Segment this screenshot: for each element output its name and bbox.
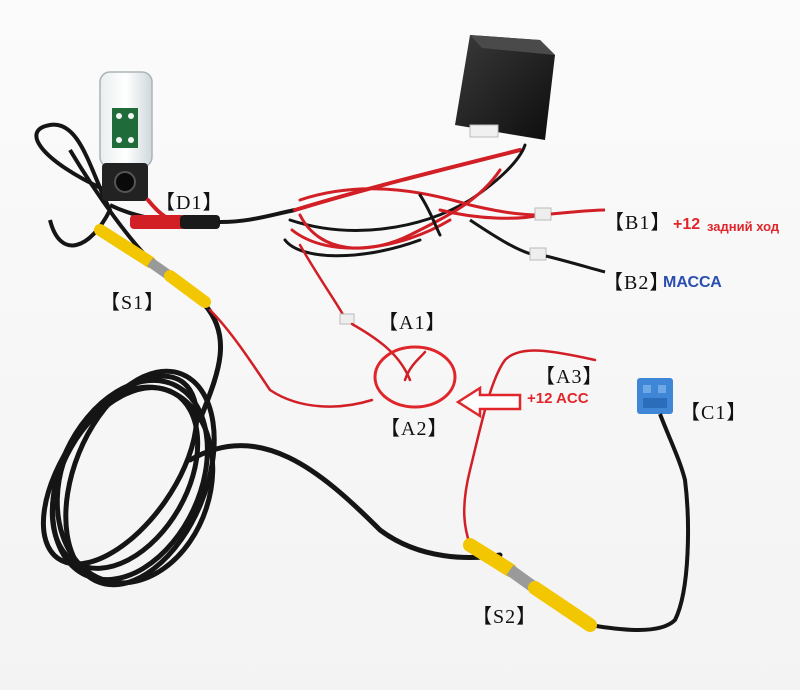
highlight-circle-icon [373, 345, 457, 409]
label-s1: 【S1】 [100, 292, 166, 314]
black-cable-coil [40, 302, 503, 588]
label-b2: 【B2】 [603, 272, 671, 294]
label-b1: 【B1】 [604, 212, 672, 234]
label-a1: 【A1】 [378, 312, 447, 334]
note-b2-text: МАССА [663, 274, 722, 291]
label-a3: 【A3】 [535, 366, 604, 388]
control-box-icon [455, 35, 555, 140]
note-b1-text: задний ход [707, 219, 780, 234]
blue-connector-c1 [589, 378, 690, 632]
note-a3-text: +12 ACC [527, 390, 589, 407]
rca-connector-s2 [463, 538, 597, 632]
camera-power-lead [130, 198, 297, 229]
red-wire-bundle [283, 143, 542, 258]
label-a2: 【A2】 [380, 418, 449, 440]
wire-b1 [469, 203, 606, 221]
label-c1: 【C1】 [680, 402, 748, 424]
arrow-left-icon [455, 385, 522, 419]
wire-b2 [469, 218, 606, 274]
label-d1: 【D1】 [155, 192, 224, 214]
rca-connector-s1 [94, 224, 211, 308]
note-b1-plus: +12 [673, 216, 701, 233]
label-s2: 【S2】 [472, 606, 538, 628]
wire-a1-a2 [208, 243, 427, 408]
camera-icon [99, 71, 153, 201]
